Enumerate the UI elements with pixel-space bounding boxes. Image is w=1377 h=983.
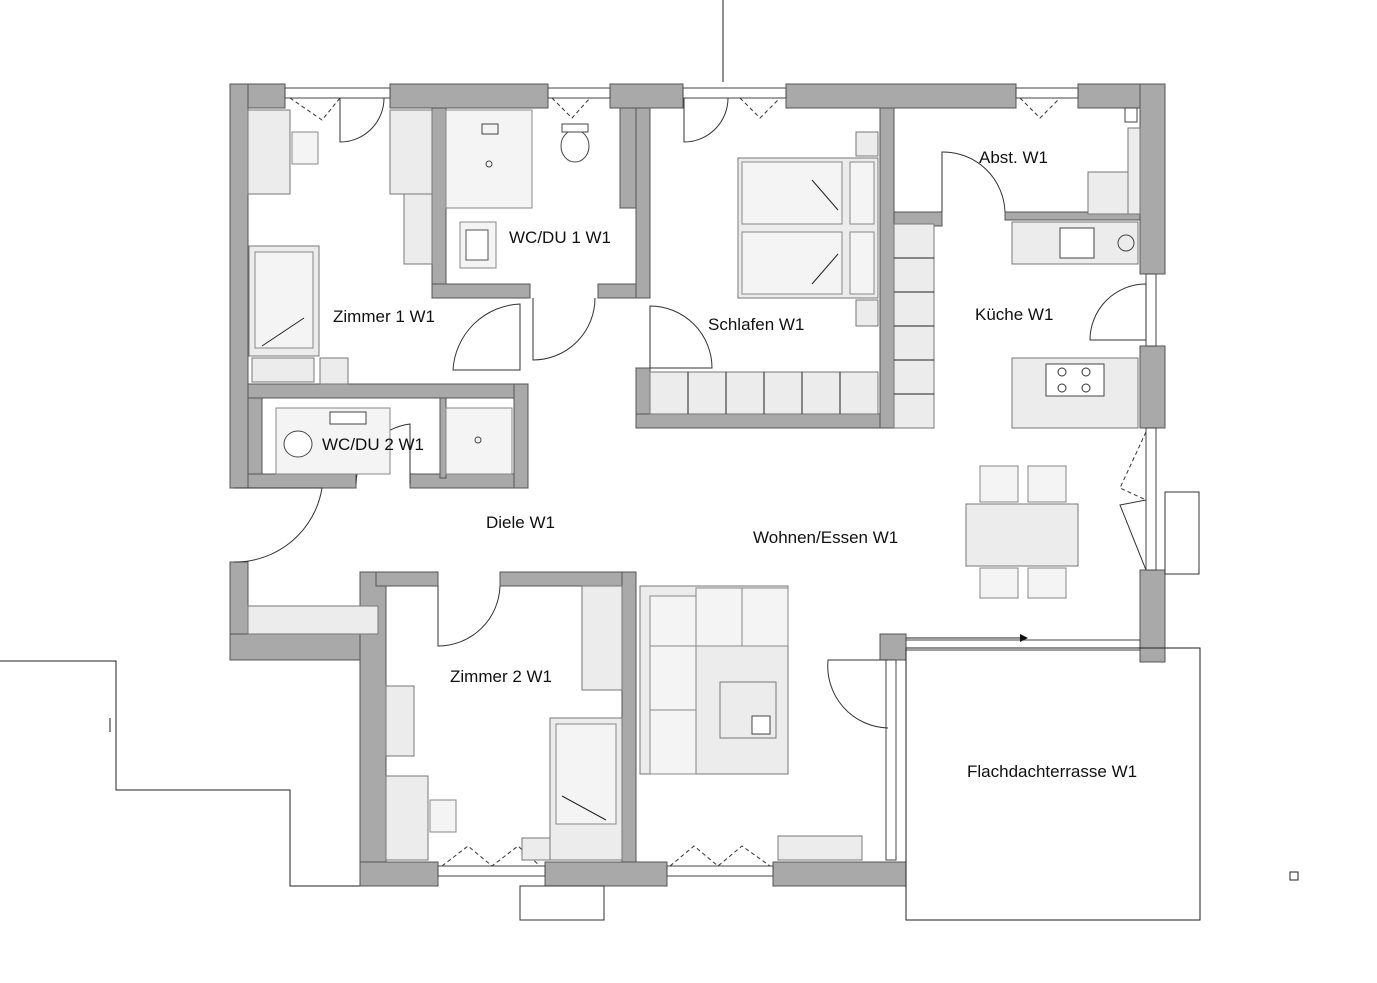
label-terrasse: Flachdachterrasse W1: [967, 762, 1137, 781]
sideboard: [777, 835, 863, 861]
label-diele: Diele W1: [486, 513, 555, 532]
site-lines: [0, 0, 1299, 887]
toilet-wcdu2: [283, 430, 313, 458]
toilet-wcdu1: [560, 129, 590, 163]
label-wohnen: Wohnen/Essen W1: [753, 528, 898, 547]
label-abst: Abst. W1: [979, 148, 1048, 167]
label-wcdu1: WC/DU 1 W1: [509, 228, 611, 247]
furniture: [247, 109, 1141, 861]
desk-zimmer1: [247, 109, 291, 195]
wardrobe-diele: [247, 605, 379, 635]
label-kueche: Küche W1: [975, 305, 1053, 324]
label-schlafen: Schlafen W1: [708, 315, 804, 334]
marker-square: [1289, 871, 1299, 881]
shower-wcdu2: [445, 407, 513, 475]
terrace-outline: [905, 647, 1201, 921]
dining-table: [965, 503, 1079, 567]
label-wcdu2: WC/DU 2 W1: [322, 435, 424, 454]
shower-wcdu1: [445, 109, 533, 209]
label-zimmer2: Zimmer 2 W1: [450, 667, 552, 686]
desk-zimmer2: [385, 775, 429, 861]
windows: [284, 87, 1200, 921]
room-labels: Zimmer 1 W1 WC/DU 1 W1 Schlafen W1 Abst.…: [322, 148, 1137, 781]
label-zimmer1: Zimmer 1 W1: [333, 307, 435, 326]
chair-zimmer1: [291, 131, 319, 165]
